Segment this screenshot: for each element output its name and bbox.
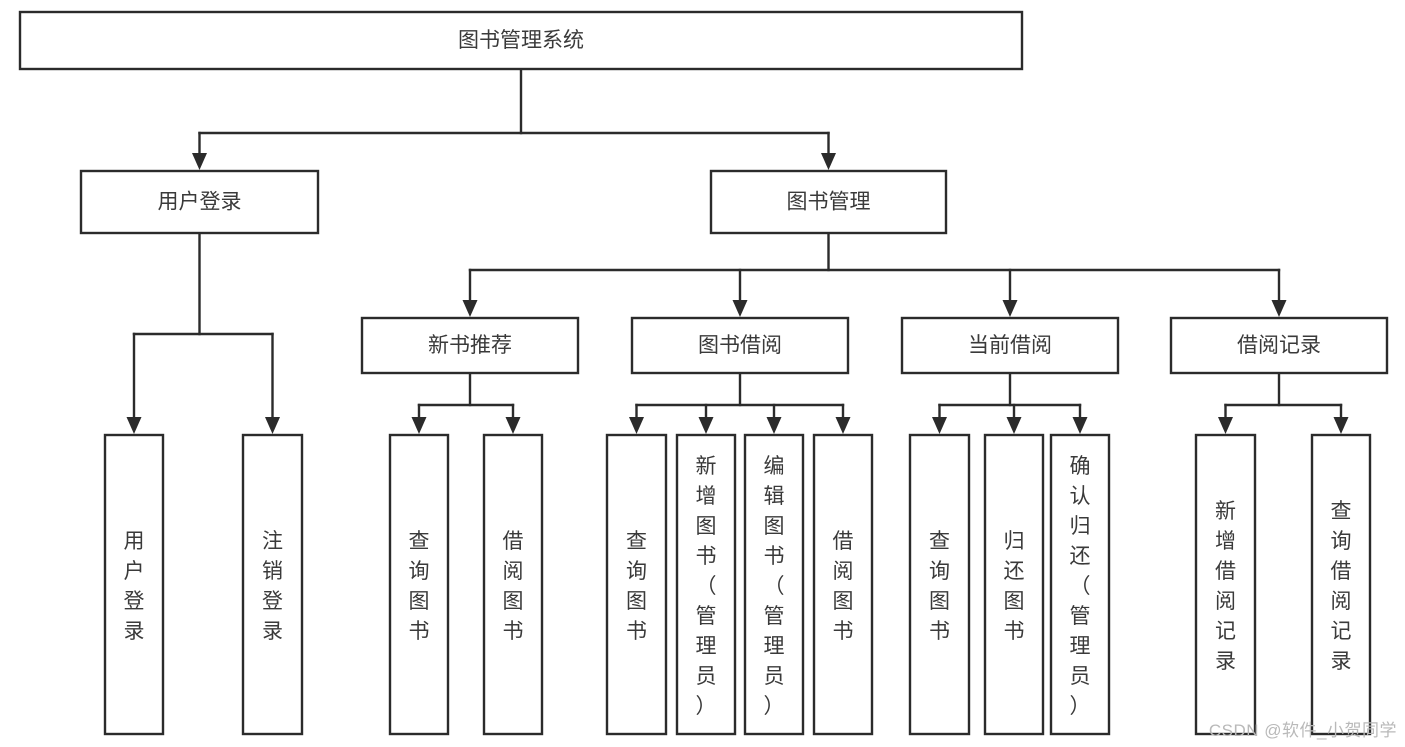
node-rect[interactable]	[675, 433, 737, 736]
node-label: 用户登录	[158, 191, 242, 214]
node-rect[interactable]	[983, 433, 1045, 736]
node-root-title[interactable]: 图书管理系统	[18, 10, 1024, 71]
node-rect[interactable]	[241, 433, 304, 736]
node-borrow-record[interactable]: 借阅记录	[1169, 316, 1389, 375]
arrow-head	[932, 417, 947, 434]
leaf-nbr-borrow-book[interactable]: 借阅图书	[482, 433, 544, 736]
node-label: 注销登录	[262, 530, 283, 643]
node-rect[interactable]	[908, 433, 971, 736]
node-rect[interactable]	[709, 169, 948, 235]
node-label: 用户登录	[124, 530, 145, 643]
node-label: 新增借阅记录	[1215, 500, 1236, 673]
node-label: 查询图书	[409, 530, 430, 643]
node-label: 归还图书	[1004, 530, 1025, 643]
node-label: 查询借阅记录	[1331, 500, 1352, 673]
node-rect[interactable]	[812, 433, 874, 736]
node-label: 图书管理系统	[458, 29, 584, 52]
leaf-br-query-record[interactable]: 查询借阅记录	[1310, 433, 1372, 736]
leaf-cb-return-book[interactable]: 归还图书	[983, 433, 1045, 736]
arrow-head	[1333, 417, 1349, 434]
arrow-head	[265, 417, 280, 434]
node-label: 查询图书	[626, 530, 647, 643]
node-label: 图书借阅	[698, 334, 782, 357]
arrow-head	[698, 417, 714, 434]
arrow-head	[1271, 300, 1287, 317]
leaf-user-login-do[interactable]: 用户登录	[103, 433, 165, 736]
arrow-head	[629, 417, 644, 434]
arrow-head	[462, 300, 478, 317]
node-label: 查询图书	[929, 530, 950, 643]
node-label: 编辑图书（管理员）	[764, 455, 785, 718]
node-layer: 图书管理系统用户登录用户登录注销登录图书管理新书推荐查询图书借阅图书图书借阅查询…	[18, 10, 1389, 736]
node-rect[interactable]	[360, 316, 580, 375]
leaf-br-add-record[interactable]: 新增借阅记录	[1194, 433, 1257, 736]
leaf-user-logout[interactable]: 注销登录	[241, 433, 304, 736]
leaf-bb-borrow-book[interactable]: 借阅图书	[812, 433, 874, 736]
node-rect[interactable]	[1194, 433, 1257, 736]
node-label: 新书推荐	[428, 334, 512, 357]
node-rect[interactable]	[103, 433, 165, 736]
arrow-head	[766, 417, 782, 434]
leaf-cb-confirm-return[interactable]: 确认归还（管理员）	[1049, 433, 1111, 736]
node-rect[interactable]	[1169, 316, 1389, 375]
leaf-bb-query-book[interactable]: 查询图书	[605, 433, 668, 736]
leaf-bb-add-book[interactable]: 新增图书（管理员）	[675, 433, 737, 736]
connector-layer	[126, 67, 1349, 434]
node-label: 借阅记录	[1237, 334, 1321, 357]
node-label: 图书管理	[787, 191, 871, 214]
node-rect[interactable]	[1310, 433, 1372, 736]
node-new-book-recommend[interactable]: 新书推荐	[360, 316, 580, 375]
arrow-head	[126, 417, 142, 434]
arrow-head	[1006, 417, 1022, 434]
csdn-watermark: CSDN @软件_小贺同学	[1208, 721, 1397, 740]
node-rect[interactable]	[743, 433, 805, 736]
arrow-head	[192, 153, 207, 170]
node-label: 借阅图书	[833, 530, 854, 643]
arrow-head	[505, 417, 521, 434]
arrow-head	[732, 300, 748, 317]
node-rect[interactable]	[900, 316, 1120, 375]
arrow-head	[411, 417, 427, 434]
arrow-head	[821, 153, 836, 170]
leaf-bb-edit-book[interactable]: 编辑图书（管理员）	[743, 433, 805, 736]
node-rect[interactable]	[388, 433, 450, 736]
arrow-head	[1072, 417, 1088, 434]
node-rect[interactable]	[79, 169, 320, 235]
arrow-head	[1002, 300, 1018, 317]
node-rect[interactable]	[482, 433, 544, 736]
arrow-head	[1218, 417, 1233, 434]
leaf-cb-query-book[interactable]: 查询图书	[908, 433, 971, 736]
node-label: 当前借阅	[968, 334, 1052, 357]
node-book-manage[interactable]: 图书管理	[709, 169, 948, 235]
node-user-login[interactable]: 用户登录	[79, 169, 320, 235]
node-rect[interactable]	[605, 433, 668, 736]
leaf-nbr-query-book[interactable]: 查询图书	[388, 433, 450, 736]
node-label: 借阅图书	[503, 530, 524, 643]
node-current-borrow[interactable]: 当前借阅	[900, 316, 1120, 375]
node-rect[interactable]	[1049, 433, 1111, 736]
node-rect[interactable]	[630, 316, 850, 375]
node-rect[interactable]	[18, 10, 1024, 71]
node-book-borrow[interactable]: 图书借阅	[630, 316, 850, 375]
arrow-head	[835, 417, 851, 434]
node-label: 确认归还（管理员）	[1070, 455, 1091, 718]
node-label: 新增图书（管理员）	[696, 455, 717, 718]
